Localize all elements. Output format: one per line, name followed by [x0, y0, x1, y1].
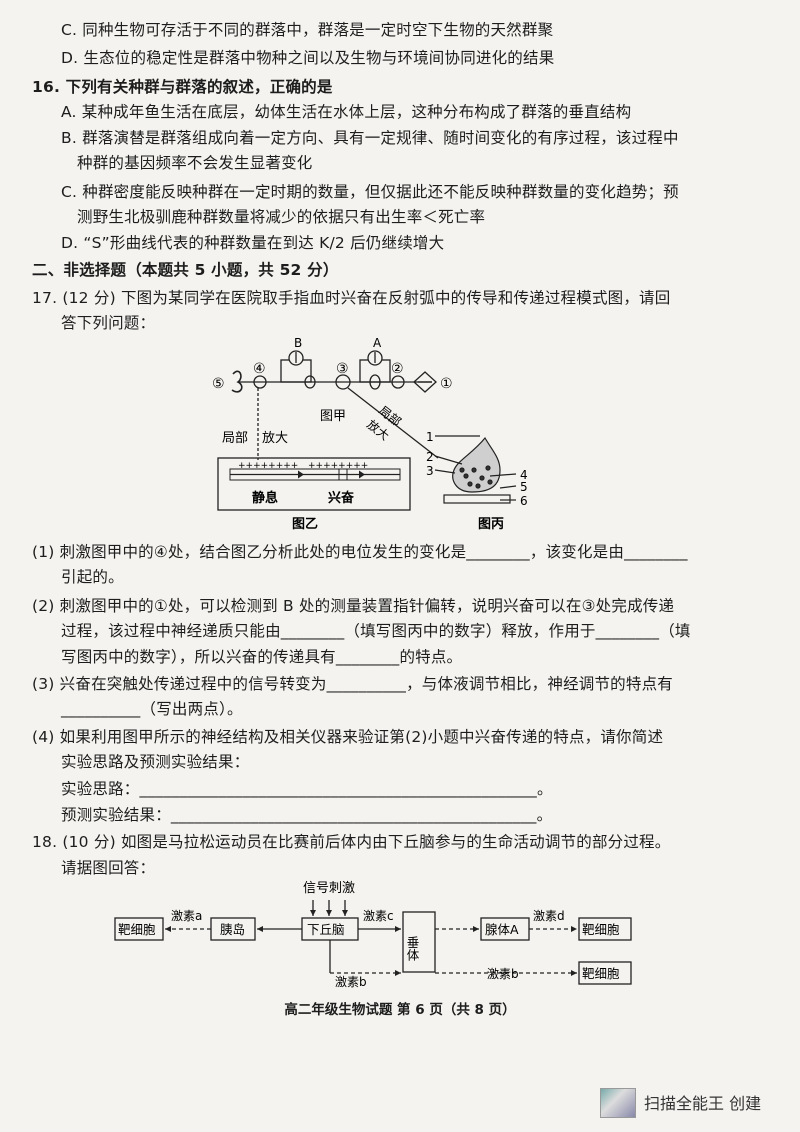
scanner-logo-icon — [600, 1088, 636, 1118]
fig-bing-label: 图丙 — [478, 517, 504, 532]
option-16b-line1: B. 群落演替是群落组成向着一定方向、具有一定规律、随时间变化的有序过程，该过程… — [61, 129, 679, 147]
q17-part2-line2: 过程，该过程中神经递质只能由________（填写图丙中的数字）释放，作用于__… — [61, 622, 691, 640]
hormone-a-label: 激素a — [171, 909, 202, 923]
bing-6: 6 — [520, 494, 528, 508]
rest-label: 静息 — [252, 490, 278, 506]
q17-part2-line1: (2) 刺激图甲中的①处，可以检测到 B 处的测量装置指针偏转，说明兴奋可以在③… — [32, 597, 675, 615]
scanner-watermark: 扫描全能王 创建 — [600, 1084, 790, 1120]
islet-box: 胰岛 — [220, 922, 245, 937]
target-cell-1: 靶细胞 — [118, 922, 156, 937]
page-footer: 高二年级生物试题 第 6 页（共 8 页） — [284, 1002, 516, 1018]
local-zoom-left: 局部 — [222, 431, 248, 446]
hypothalamus-box: 下丘脑 — [307, 922, 345, 937]
hormone-b-right: 激素b — [487, 967, 519, 981]
question-17-line2: 答下列问题： — [61, 314, 156, 332]
gland-a-box: 腺体A — [485, 922, 519, 937]
figure-bing — [434, 435, 517, 504]
option-16d: D. “S”形曲线代表的种群数量在到达 K/2 后仍继续增大 — [61, 234, 445, 252]
q17-part3-line1: (3) 兴奋在突触处传递过程中的信号转变为__________，与体液调节相比，… — [32, 675, 673, 693]
circled-4: ④ — [253, 361, 266, 377]
signal-label: 信号刺激 — [303, 881, 355, 896]
q17-experiment-idea: 实验思路：___________________________________… — [61, 780, 553, 798]
q17-part2-line3: 写图丙中的数字），所以兴奋的传递具有________的特点。 — [61, 648, 463, 666]
circled-3: ③ — [336, 361, 349, 377]
option-15c: C. 同种生物可存活于不同的群落中，群落是一定时空下生物的天然群聚 — [61, 21, 554, 39]
q17-part3-line2: __________（写出两点）。 — [61, 700, 243, 718]
plus-signs-right: ++++++++ — [308, 461, 368, 471]
circled-1: ① — [440, 376, 453, 392]
question-16: 16. 下列有关种群与群落的叙述，正确的是 — [32, 78, 333, 96]
option-15d: D. 生态位的稳定性是群落中物种之间以及生物与环境间协同进化的结果 — [61, 49, 555, 67]
option-16c-line2: 测野生北极驯鹿种群数量将减少的依据只有出生率＜死亡率 — [77, 208, 486, 226]
question-18-line1: 18. (10 分) 如图是马拉松运动员在比赛前后体内由下丘脑参与的生命活动调节… — [32, 833, 671, 851]
q17-part4-line1: (4) 如果利用图甲所示的神经结构及相关仪器来验证第(2)小题中兴奋传递的特点，… — [32, 728, 664, 746]
scanner-watermark-text: 扫描全能王 创建 — [644, 1094, 762, 1113]
q17-expected-result: 预测实验结果：_________________________________… — [61, 806, 553, 824]
bing-2: 2 — [426, 450, 434, 464]
fig-jia-label: 图甲 — [320, 409, 346, 424]
q17-part4-line2: 实验思路及预测实验结果： — [61, 753, 250, 771]
question-17-line1: 17. (12 分) 下图为某同学在医院取手指血时兴奋在反射弧中的传导和传递过程… — [32, 289, 671, 307]
target-cell-2: 靶细胞 — [582, 922, 620, 937]
fig-yi-label: 图乙 — [292, 517, 318, 532]
section-heading: 二、非选择题（本题共 5 小题，共 52 分） — [32, 261, 339, 279]
option-16b-line2: 种群的基因频率不会发生显著变化 — [77, 154, 313, 172]
circled-5: ⑤ — [212, 376, 225, 392]
option-16a: A. 某种成年鱼生活在底层，幼体生活在水体上层，这种分布构成了群落的垂直结构 — [61, 103, 632, 121]
q17-part1-line1: (1) 刺激图甲中的④处，结合图乙分析此处的电位发生的变化是________，该… — [32, 543, 688, 561]
bing-5: 5 — [520, 480, 528, 494]
figure-17: B A ⑤ ④ ③ ② ① 局部 放大 图甲 局部 放大 ++++++++ ++… — [212, 336, 528, 532]
figure-yi: ++++++++ ++++++++ 静息 兴奋 — [217, 457, 411, 511]
label-a: A — [373, 336, 382, 350]
option-16c-line1: C. 种群密度能反映种群在一定时期的数量，但仅据此还不能反映种群数量的变化趋势；… — [61, 183, 679, 201]
circled-2: ② — [391, 361, 404, 377]
hormone-b-left: 激素b — [335, 975, 367, 988]
q17-part1-line2: 引起的。 — [61, 568, 124, 586]
hormone-c-label: 激素c — [363, 909, 394, 923]
bing-3: 3 — [426, 464, 434, 478]
hormone-d-label: 激素d — [533, 909, 565, 923]
excite-label: 兴奋 — [328, 490, 355, 506]
question-18-line2: 请据图回答： — [61, 859, 156, 877]
plus-signs-left: ++++++++ — [238, 461, 298, 471]
local-zoom-right: 放大 — [262, 431, 288, 446]
bing-1: 1 — [426, 430, 434, 444]
target-cell-3: 靶细胞 — [582, 966, 620, 981]
figure-18: 信号刺激 靶细胞 激素a 胰岛 下丘脑 激素c 垂体 腺体A 激素d 靶细胞 激… — [114, 881, 632, 988]
label-b: B — [294, 336, 302, 350]
bing-4: 4 — [520, 468, 528, 482]
pituitary-box: 垂体 — [405, 936, 420, 962]
